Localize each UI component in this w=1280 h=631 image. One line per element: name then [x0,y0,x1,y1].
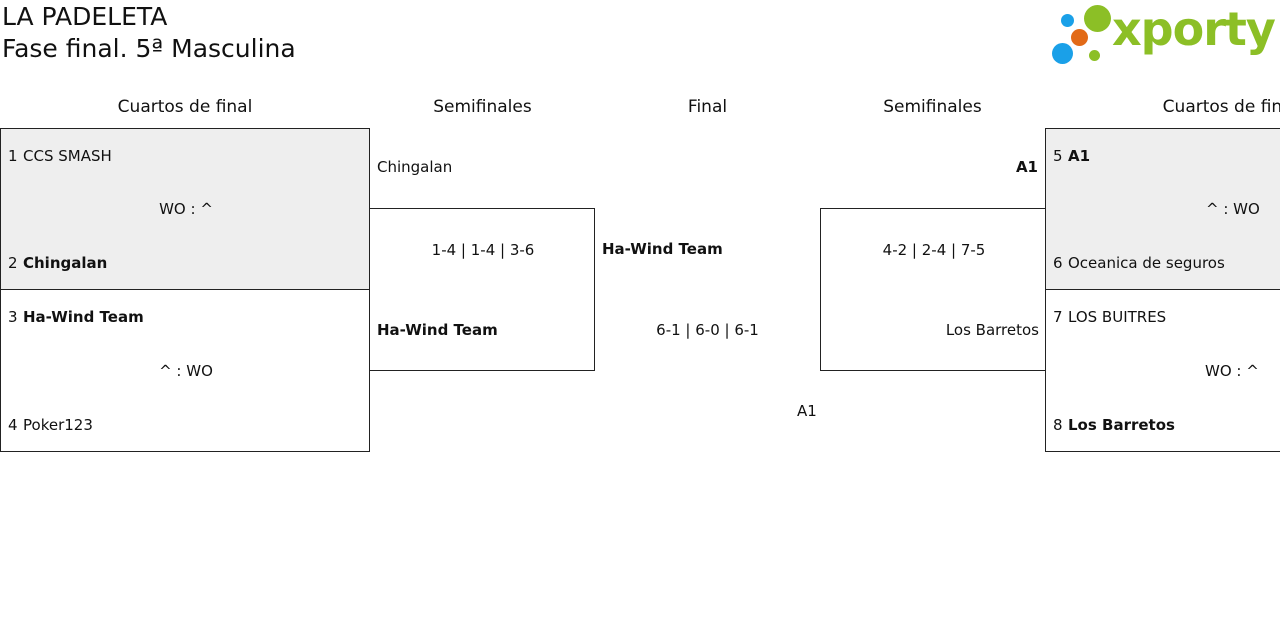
left-qf1-team2[interactable]: 2 Chingalan [8,253,107,273]
right-sf-team2[interactable]: Los Barretos [945,321,1039,339]
final-score: 6-1 | 6-0 | 6-1 [656,321,759,339]
xporty-logo: xporty [1050,2,1280,66]
left-qf1-team1[interactable]: 1 CCS SMASH [8,146,112,166]
left-sf-score: 1-4 | 1-4 | 3-6 [431,241,535,259]
team-name: Oceanica de seguros [1068,254,1225,272]
right-qf1-team1[interactable]: 5 A1 [1053,146,1090,166]
seed-number: 8 [1053,416,1063,434]
left-qf2-score: ^ : WO [159,362,213,380]
seed-number: 6 [1053,254,1063,272]
left-sf-match: 1-4 | 1-4 | 3-6 Ha-Wind Team [369,208,595,371]
logo-dot-green [1084,5,1111,32]
seed-number: 1 [8,147,18,165]
right-qf2-score: WO : ^ [1205,362,1259,380]
right-sf-score: 4-2 | 2-4 | 7-5 [882,241,986,259]
right-qf2-team2[interactable]: 8 Los Barretos [1053,415,1175,435]
final-team2[interactable]: A1 [797,402,817,420]
left-qf1-score: WO : ^ [159,200,213,218]
logo-dot-orange [1071,29,1088,46]
right-qf2-team1[interactable]: 7 LOS BUITRES [1053,307,1166,327]
team-name: CCS SMASH [23,147,112,165]
seed-number: 3 [8,308,18,326]
left-qf2-team1[interactable]: 3 Ha-Wind Team [8,307,144,327]
final-team1[interactable]: Ha-Wind Team [602,240,723,258]
right-qf1-score: ^ : WO [1206,200,1260,218]
left-sf-team1[interactable]: Chingalan [377,158,453,176]
club-title: LA PADELETA [2,2,168,31]
seed-number: 5 [1053,147,1063,165]
header-right-quarterfinals: Cuartos de final [1162,97,1280,117]
team-name: A1 [1068,147,1091,165]
logo-dot-blue-large [1052,43,1073,64]
team-name: Ha-Wind Team [23,308,144,326]
left-sf-team2[interactable]: Ha-Wind Team [377,321,498,339]
right-sf-team1[interactable]: A1 [1015,158,1038,176]
seed-number: 4 [8,416,18,434]
team-name: Chingalan [23,254,108,272]
right-qf-match-1: 5 A1 ^ : WO 6 Oceanica de seguros [1045,128,1280,290]
logo-dot-blue-small [1061,14,1074,27]
header-left-quarterfinals: Cuartos de final [117,97,253,117]
right-qf-match-2: 7 LOS BUITRES WO : ^ 8 Los Barretos [1045,289,1280,452]
seed-number: 7 [1053,308,1063,326]
logo-text: xporty [1112,2,1276,56]
header-right-semifinals: Semifinales [883,97,982,117]
team-name: Poker123 [23,416,93,434]
header-final: Final [687,97,728,117]
logo-dot-green-small [1089,50,1100,61]
right-qf1-team2[interactable]: 6 Oceanica de seguros [1053,253,1225,273]
left-qf2-team2[interactable]: 4 Poker123 [8,415,93,435]
right-sf-match: 4-2 | 2-4 | 7-5 Los Barretos [820,208,1046,371]
phase-title: Fase final. 5ª Masculina [2,34,296,63]
seed-number: 2 [8,254,18,272]
left-qf-match-2: 3 Ha-Wind Team ^ : WO 4 Poker123 [0,289,370,452]
header-left-semifinals: Semifinales [433,97,532,117]
team-name: Los Barretos [1068,416,1175,434]
team-name: LOS BUITRES [1068,308,1167,326]
left-qf-match-1: 1 CCS SMASH WO : ^ 2 Chingalan [0,128,370,290]
